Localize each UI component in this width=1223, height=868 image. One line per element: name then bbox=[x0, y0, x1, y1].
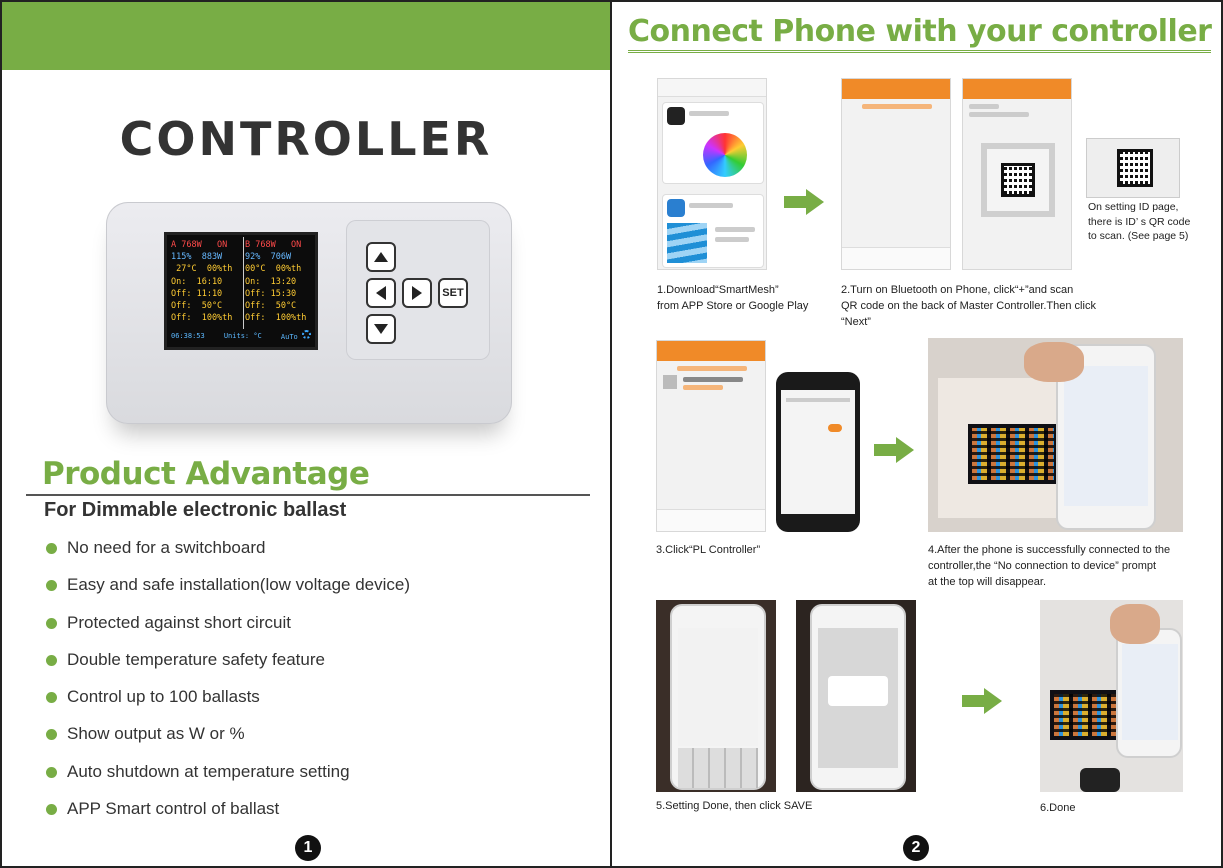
right-page: Connect Phone with your controller bbox=[610, 0, 1223, 868]
done-photo bbox=[1040, 600, 1183, 792]
qr-note-caption: On setting ID page, there is ID’ s QR co… bbox=[1088, 201, 1191, 242]
step6-caption: 6.Done bbox=[1040, 802, 1076, 814]
header-band bbox=[2, 2, 610, 70]
pl-controller-screenshot bbox=[656, 340, 766, 532]
lcd-footer: 06:38:53 Units: °C AuTo bbox=[171, 329, 311, 343]
lcd-time: 06:38:53 bbox=[171, 331, 205, 340]
left-page: CONTROLLER A 768W ON 115% 883W 27°C 00%t… bbox=[0, 0, 612, 868]
lcd-mode: AuTo bbox=[281, 329, 311, 343]
left-key bbox=[366, 278, 396, 308]
lcd-channel-b: B 768W ON 92% 706W 00°C 00%th On: 13:20 … bbox=[245, 240, 307, 324]
save-phone-photo bbox=[796, 600, 916, 792]
list-item: Show output as W or % bbox=[44, 722, 410, 759]
app-store-screenshot bbox=[657, 78, 767, 270]
controller-keypad: SET bbox=[346, 220, 490, 360]
controller-device-image: A 768W ON 115% 883W 27°C 00%th On: 16:10… bbox=[106, 202, 512, 424]
down-key bbox=[366, 314, 396, 344]
step-arrow-icon bbox=[874, 437, 916, 463]
step1-caption: 1.Download“SmartMesh” from APP Store or … bbox=[657, 284, 809, 312]
step-arrow-icon bbox=[784, 189, 826, 215]
list-item: Double temperature safety feature bbox=[44, 648, 410, 685]
arrow-down-icon bbox=[374, 324, 388, 334]
lcd-divider bbox=[243, 237, 244, 329]
list-item: Protected against short circuit bbox=[44, 611, 410, 648]
step3-caption: 3.Click“PL Controller” bbox=[656, 544, 761, 556]
page-title: CONTROLLER bbox=[119, 112, 493, 166]
gear-icon bbox=[301, 329, 311, 339]
arrow-right-icon bbox=[412, 286, 422, 300]
step-arrow-icon bbox=[962, 688, 1004, 714]
advantage-title: Product Advantage bbox=[42, 456, 370, 492]
phone-app-photo bbox=[776, 372, 860, 532]
list-item: Auto shutdown at temperature setting bbox=[44, 760, 410, 797]
controller-lcd-screen: A 768W ON 115% 883W 27°C 00%th On: 16:10… bbox=[164, 232, 318, 350]
advantage-rule bbox=[26, 494, 590, 496]
set-key: SET bbox=[438, 278, 468, 308]
page-number: 1 bbox=[295, 835, 321, 861]
qr-code-photo bbox=[1086, 138, 1180, 198]
arrow-left-icon bbox=[376, 286, 386, 300]
device-list-screenshot bbox=[841, 78, 951, 270]
list-item: Control up to 100 ballasts bbox=[44, 685, 410, 722]
advantage-list: No need for a switchboard Easy and safe … bbox=[44, 536, 410, 834]
list-item: Easy and safe installation(low voltage d… bbox=[44, 573, 410, 610]
step2-caption: 2.Turn on Bluetooth on Phone, click“+”an… bbox=[841, 284, 1096, 328]
list-item: No need for a switchboard bbox=[44, 536, 410, 573]
scan-qr-screenshot bbox=[962, 78, 1072, 270]
section-title: Connect Phone with your controller bbox=[628, 14, 1212, 53]
step5-caption: 5.Setting Done, then click SAVE bbox=[656, 800, 813, 812]
arrow-up-icon bbox=[374, 252, 388, 262]
lcd-channel-a: A 768W ON 115% 883W 27°C 00%th On: 16:10… bbox=[171, 240, 233, 324]
advantage-subtitle: For Dimmable electronic ballast bbox=[44, 499, 347, 521]
settings-phone-photo bbox=[656, 600, 776, 792]
lcd-units: Units: °C bbox=[223, 331, 262, 340]
right-key bbox=[402, 278, 432, 308]
page-number: 2 bbox=[903, 835, 929, 861]
list-item: APP Smart control of ballast bbox=[44, 797, 410, 834]
step4-caption: 4.After the phone is successfully connec… bbox=[928, 544, 1171, 588]
connected-phone-photo bbox=[928, 338, 1183, 532]
up-key bbox=[366, 242, 396, 272]
